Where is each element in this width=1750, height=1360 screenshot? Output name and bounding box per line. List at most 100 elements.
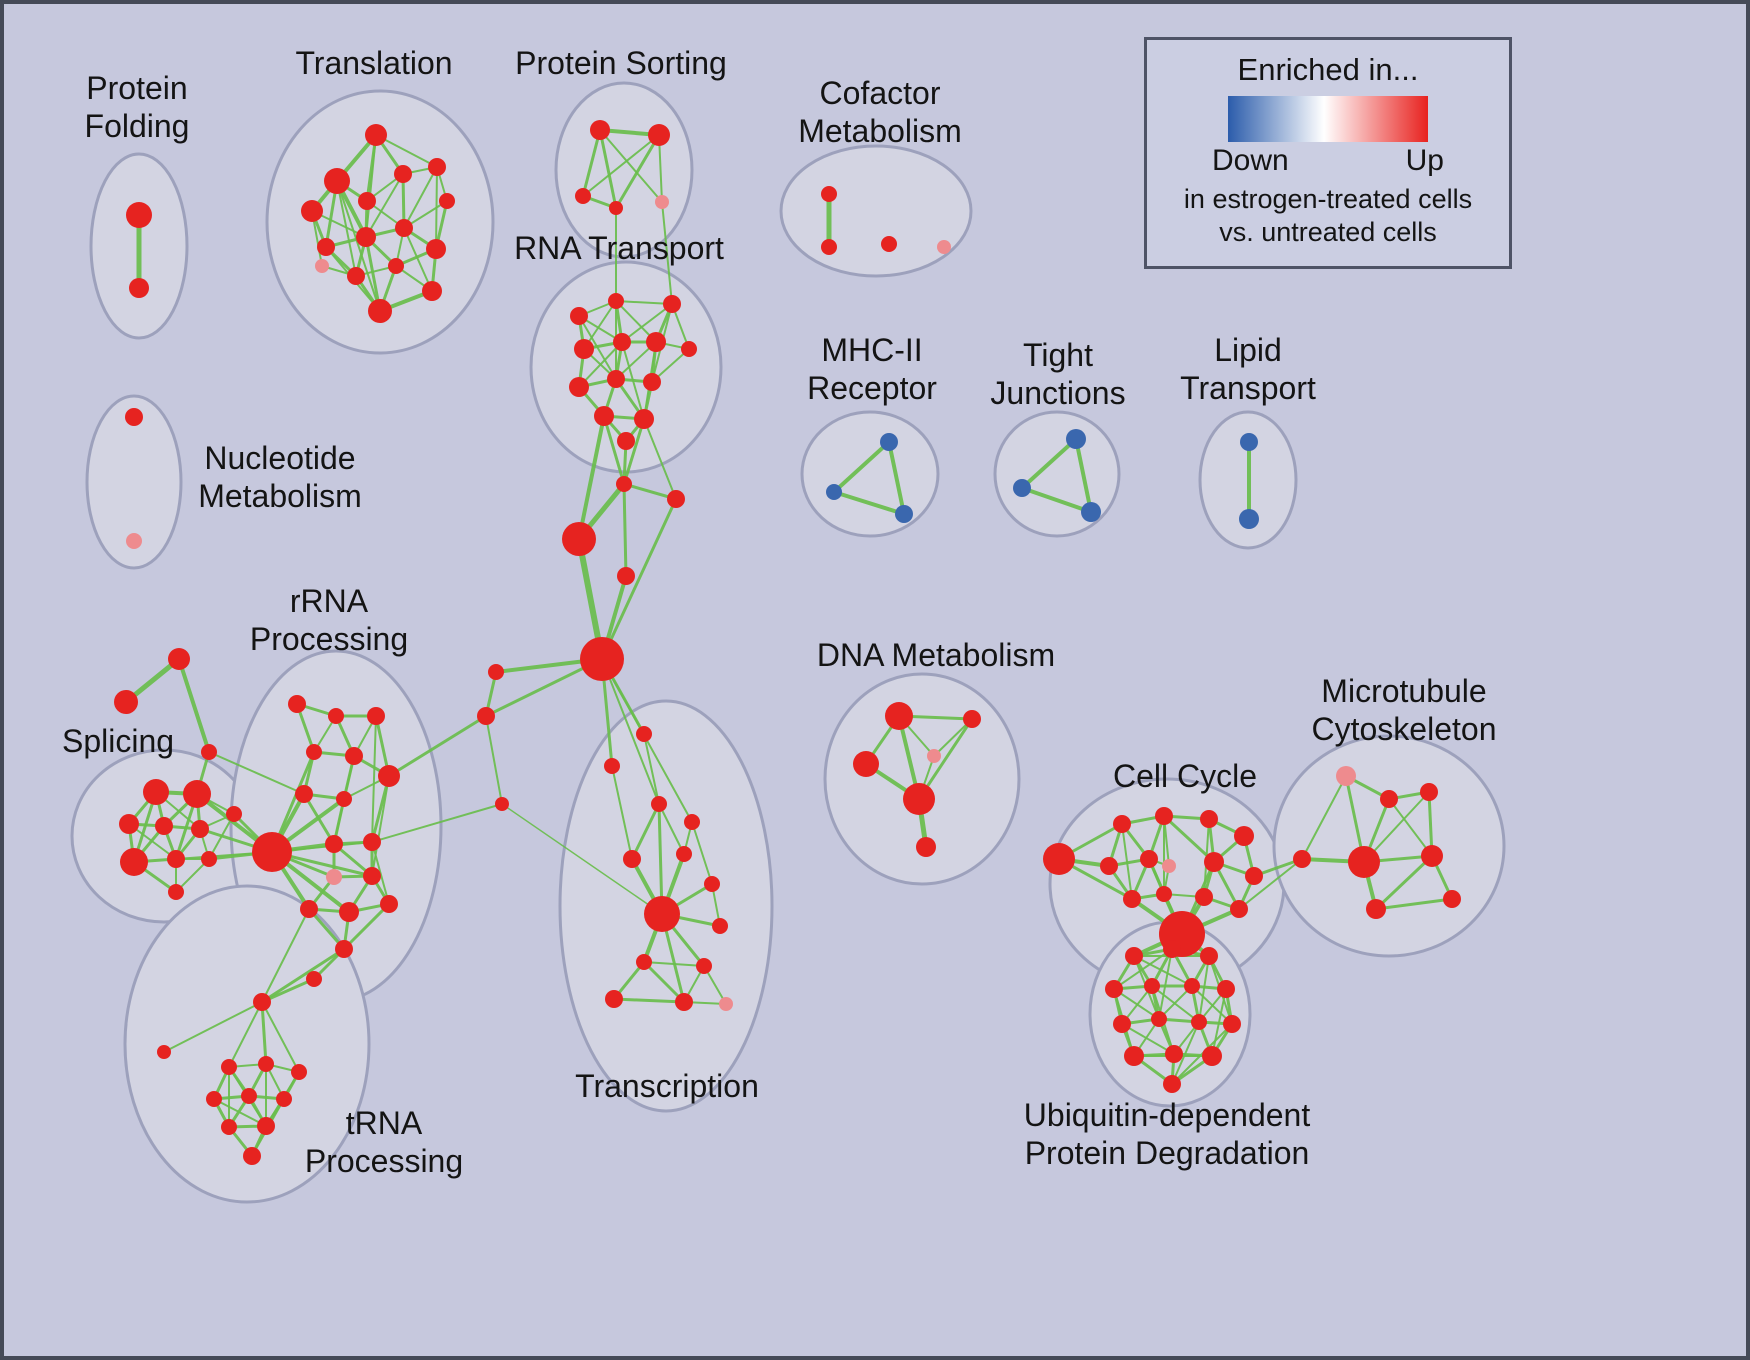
network-node <box>1043 843 1075 875</box>
network-node <box>623 850 641 868</box>
network-node <box>395 219 413 237</box>
network-node <box>168 884 184 900</box>
cluster-label-dna: DNA Metabolism <box>817 637 1055 673</box>
network-node <box>1156 886 1172 902</box>
network-node <box>937 240 951 254</box>
network-node <box>880 433 898 451</box>
network-node <box>719 997 733 1011</box>
network-edge <box>1374 854 1434 911</box>
legend: Enriched in... Down Up in estrogen-treat… <box>1144 37 1512 269</box>
network-node <box>681 341 697 357</box>
network-node <box>315 259 329 273</box>
network-edge <box>371 715 377 843</box>
network-node <box>903 783 935 815</box>
network-node <box>1230 900 1248 918</box>
network-node <box>562 522 596 556</box>
network-node <box>712 918 728 934</box>
network-node <box>291 1064 307 1080</box>
network-node <box>1380 790 1398 808</box>
network-node <box>1162 859 1176 873</box>
network-node <box>426 239 446 259</box>
network-node <box>129 278 149 298</box>
network-node <box>488 664 504 680</box>
network-edge <box>1388 798 1433 857</box>
network-edge <box>599 129 663 203</box>
network-edge <box>691 821 713 885</box>
network-edge <box>1113 948 1173 990</box>
legend-down-label: Down <box>1212 144 1289 177</box>
network-node <box>885 702 913 730</box>
network-node <box>191 820 209 838</box>
network-node <box>617 567 635 585</box>
network-node <box>604 758 620 774</box>
network-node <box>288 695 306 713</box>
network-edge <box>578 341 623 388</box>
network-node <box>356 227 376 247</box>
network-edge <box>387 714 488 778</box>
network-node <box>114 690 138 714</box>
network-node <box>1165 1045 1183 1063</box>
network-node <box>636 726 652 742</box>
network-node <box>306 971 322 987</box>
legend-title: Enriched in... <box>1237 52 1419 87</box>
network-node <box>221 1059 237 1075</box>
network-edge <box>832 490 906 516</box>
network-node <box>1217 980 1235 998</box>
network-node <box>336 791 352 807</box>
network-node <box>1163 1075 1181 1093</box>
network-node <box>1223 1015 1241 1033</box>
network-node <box>821 239 837 255</box>
network-node <box>1421 845 1443 867</box>
network-edge <box>615 300 673 305</box>
network-node <box>1125 947 1143 965</box>
network-node <box>651 796 667 812</box>
network-edge <box>163 1001 263 1053</box>
network-edge <box>1020 486 1093 514</box>
network-node <box>125 408 143 426</box>
network-edge <box>401 172 406 230</box>
network-node <box>1113 1015 1131 1033</box>
network-node <box>368 299 392 323</box>
network-node <box>570 307 588 325</box>
network-edge <box>261 1001 300 1073</box>
network-node <box>257 1117 275 1135</box>
cluster-layer <box>70 81 1506 1204</box>
network-node <box>1239 509 1259 529</box>
network-node <box>345 747 363 765</box>
network-edge <box>1301 775 1347 860</box>
network-edge <box>1133 955 1193 987</box>
network-edge <box>642 960 686 1004</box>
network-node <box>367 707 385 725</box>
network-node <box>617 432 635 450</box>
legend-up-label: Up <box>1405 144 1444 177</box>
network-edge <box>622 417 646 486</box>
legend-caption-line1: in estrogen-treated cells <box>1183 184 1473 214</box>
network-edge <box>630 802 661 861</box>
network-node <box>590 120 610 140</box>
network-edge <box>1158 948 1173 1020</box>
cluster-label-tl: Translation <box>295 45 452 81</box>
network-node <box>1200 810 1218 828</box>
network-edge <box>364 235 382 313</box>
network-node <box>1348 846 1380 878</box>
network-node <box>155 817 173 835</box>
network-node <box>143 779 169 805</box>
network-edge <box>371 775 390 877</box>
network-node <box>1105 980 1123 998</box>
network-node <box>1066 429 1086 449</box>
network-node <box>358 192 376 210</box>
network-edge <box>371 803 503 843</box>
network-node <box>388 258 404 274</box>
network-node <box>295 785 313 803</box>
network-node <box>1336 766 1356 786</box>
network-node <box>363 833 381 851</box>
network-edge <box>1113 988 1160 1020</box>
network-node <box>1123 890 1141 908</box>
network-node <box>226 806 242 822</box>
network-node <box>1081 502 1101 522</box>
network-node <box>1366 899 1386 919</box>
network-node <box>1234 826 1254 846</box>
